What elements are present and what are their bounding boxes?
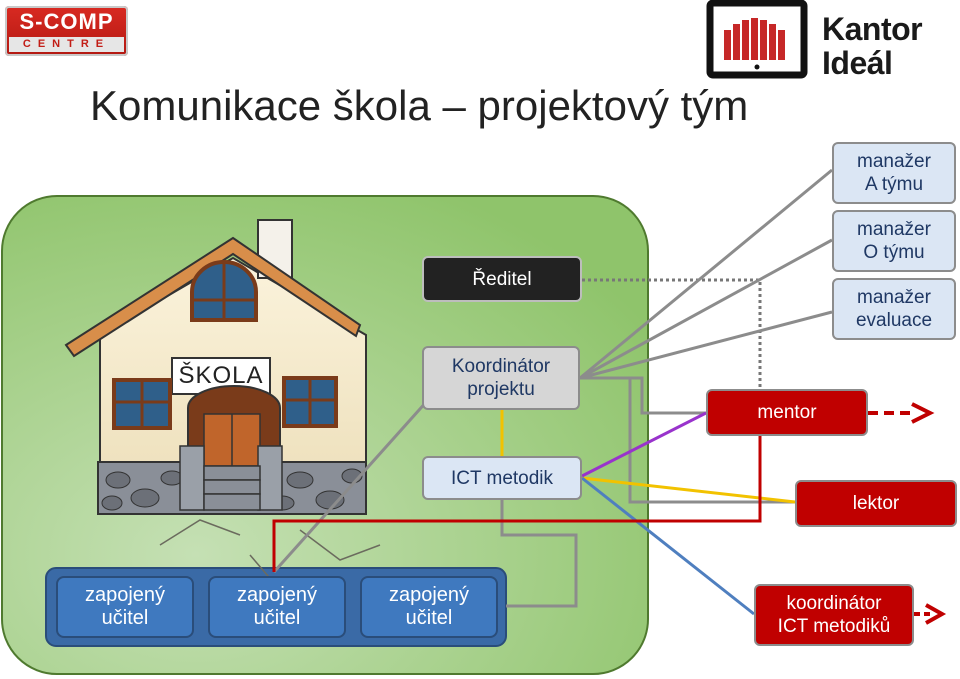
node-zapojeny-ucitel-3: zapojený učitel: [360, 576, 498, 638]
connector-ict-koordinator-ict: [581, 476, 755, 616]
page-title: Komunikace škola – projektový tým: [90, 82, 749, 129]
scomp-logo-bottom: CENTRE: [9, 37, 124, 52]
kantor-logo-line1: Kantor: [822, 11, 923, 47]
node-koordinator-projektu: Koordinátor projektu: [422, 346, 580, 410]
connector-koordinator-lektor: [580, 376, 795, 504]
school-sign: ŠKOLA: [178, 362, 264, 389]
kantor-logo-line2: Ideál: [822, 45, 893, 81]
school-house-illustration: [64, 219, 381, 591]
node-ict-metodik: ICT metodik: [422, 456, 582, 500]
node-koordinator-ict-metodiku: koordinátor ICT metodiků: [754, 584, 914, 646]
kantor-logo-text: Kantor Ideál: [822, 11, 923, 81]
connector-ict-mentor: [581, 411, 707, 478]
node-reditel: Ředitel: [422, 256, 582, 302]
node-zapojeny-ucitel-2: zapojený učitel: [208, 576, 346, 638]
connectors: [272, 168, 947, 625]
node-manazer-evaluace: manažer evaluace: [832, 278, 956, 340]
node-mentor: mentor: [706, 389, 868, 436]
kantor-logo-icon: [706, 0, 808, 79]
connector-koordinator-manazer-a: [579, 168, 833, 380]
connector-koordinator-manazer-o: [579, 238, 833, 380]
connector-mentor-teachers: [272, 436, 762, 572]
node-manazer-a-tymu: manažer A týmu: [832, 142, 956, 204]
scomp-logo: S-COMP CENTRE: [5, 6, 128, 56]
node-lektor: lektor: [795, 480, 957, 527]
node-manazer-o-tymu: manažer O týmu: [832, 210, 956, 272]
connector-koordinator-ucitel: [272, 398, 430, 574]
connector-ict-teachers: [500, 500, 578, 608]
connector-koordinator-manazer-evaluace: [579, 310, 833, 380]
node-zapojeny-ucitel-1: zapojený učitel: [56, 576, 194, 638]
scomp-logo-top: S-COMP: [19, 9, 114, 34]
